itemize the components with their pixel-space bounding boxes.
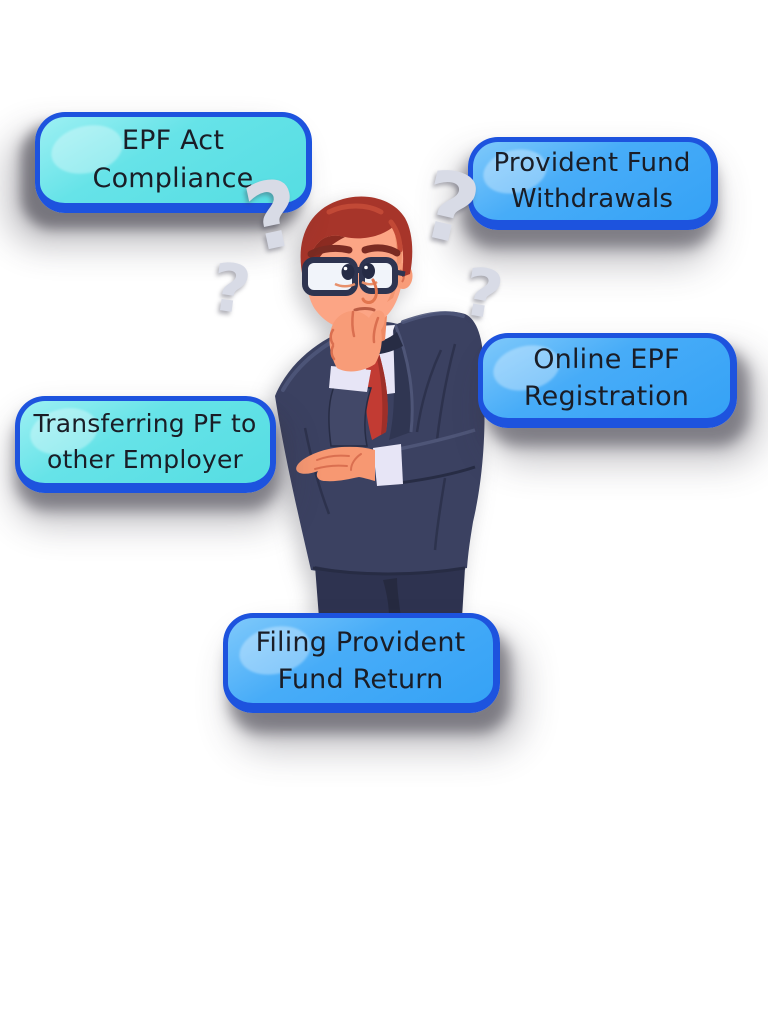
bubble-label-line: Registration bbox=[523, 381, 690, 412]
bubble-filing-provident-fund-return: Filing Provident Fund Return bbox=[223, 613, 500, 713]
chin-arm-cuff bbox=[329, 366, 371, 392]
question-mark-glyph: ? bbox=[411, 165, 489, 268]
bubble-label-line: Online EPF bbox=[533, 344, 680, 375]
bubble-epf-act-compliance: EPF Act Compliance bbox=[35, 112, 312, 213]
mouth bbox=[353, 307, 376, 312]
bubble-transferring-pf-to-other-employer: Transferring PF to other Employer bbox=[15, 396, 276, 493]
question-mark-glyph: ? bbox=[457, 253, 508, 335]
bubble-label-line: Withdrawals bbox=[510, 184, 674, 214]
bubble-label-line: Compliance bbox=[92, 163, 254, 194]
hair bbox=[300, 196, 413, 278]
nose bbox=[361, 278, 378, 304]
head-group bbox=[300, 196, 413, 372]
crossed-arm-cuff bbox=[373, 444, 403, 486]
question-mark-icon: ? bbox=[207, 248, 256, 330]
question-marks-layer: ? ? ? ? bbox=[207, 165, 509, 335]
question-mark-icon: ? bbox=[411, 165, 489, 268]
bubble-label-line: EPF Act bbox=[121, 125, 225, 156]
thinking-businessman-illustration bbox=[275, 196, 485, 618]
eyes bbox=[334, 263, 378, 288]
question-mark-icon: ? bbox=[457, 253, 508, 335]
bubble-label-line: other Employer bbox=[46, 445, 244, 474]
bubble-provident-fund-withdrawals: Provident Fund Withdrawals bbox=[468, 137, 718, 230]
question-mark-glyph: ? bbox=[207, 248, 256, 330]
bubble-label-line: Filing Provident bbox=[255, 626, 466, 658]
chin-arm-sleeve bbox=[328, 383, 373, 447]
bubble-label-line: Fund Return bbox=[277, 663, 444, 695]
bubble-online-epf-registration: Online EPF Registration bbox=[478, 333, 737, 428]
suit-group bbox=[275, 311, 485, 618]
bubble-label-line: Provident Fund bbox=[493, 148, 691, 178]
chin-hand bbox=[329, 310, 385, 372]
bubble-label-line: Transferring PF to bbox=[33, 409, 257, 438]
crossed-arm-sleeve bbox=[397, 428, 477, 484]
crossed-hand bbox=[296, 446, 375, 482]
eyebrows bbox=[307, 244, 401, 258]
